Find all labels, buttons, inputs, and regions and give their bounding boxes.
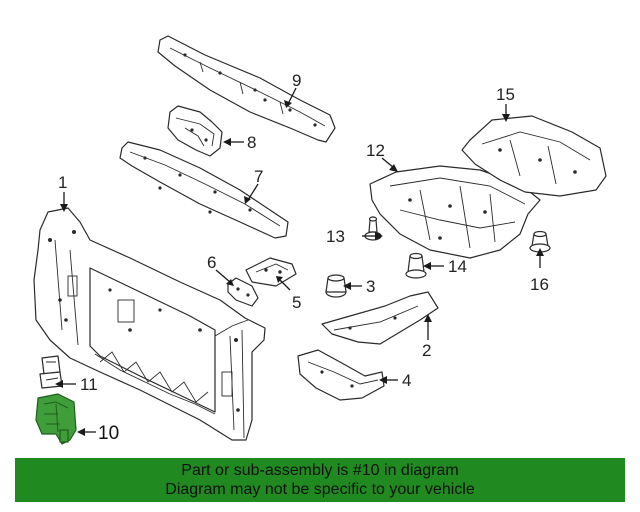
info-banner: Part or sub-assembly is #10 in diagram D… <box>15 458 625 502</box>
callout-15: 15 <box>496 85 515 104</box>
part-3-clip[interactable] <box>325 274 347 298</box>
callout-8: 8 <box>247 133 256 152</box>
callout-1: 1 <box>58 173 67 192</box>
callout-5: 5 <box>292 293 301 312</box>
part-8-bracket[interactable] <box>167 105 223 157</box>
part-4-air-guide[interactable] <box>297 349 385 401</box>
callout-10: 10 <box>98 423 119 444</box>
parts-diagram: 1 9 8 7 6 5 3 13 12 15 14 16 2 4 11 10 <box>33 35 607 445</box>
callout-3: 3 <box>366 277 375 296</box>
callout-2: 2 <box>422 341 431 360</box>
callout-6: 6 <box>207 253 216 272</box>
part-14-clip[interactable] <box>405 252 427 279</box>
leader-lines <box>55 87 544 436</box>
callout-4: 4 <box>402 371 411 390</box>
part-5-bracket[interactable] <box>245 257 297 287</box>
part-2-air-guide[interactable] <box>321 291 439 345</box>
banner-line-2: Diagram may not be specific to your vehi… <box>165 481 475 498</box>
banner-line-1: Part or sub-assembly is #10 in diagram <box>181 462 459 479</box>
callout-11: 11 <box>80 375 98 394</box>
part-12-under-cover[interactable] <box>369 165 541 259</box>
part-9-upper-support-bar[interactable] <box>157 35 336 143</box>
callout-12: 12 <box>366 141 385 160</box>
callout-9: 9 <box>292 71 301 90</box>
callout-7: 7 <box>254 167 263 186</box>
callout-14: 14 <box>448 257 467 276</box>
callout-13: 13 <box>326 227 345 246</box>
part-10-highlighted-bracket[interactable] <box>35 393 77 445</box>
part-7-cross-member[interactable] <box>119 141 289 239</box>
part-6-bracket[interactable] <box>227 277 259 307</box>
callout-16: 16 <box>530 275 549 294</box>
part-15-rear-cover[interactable] <box>461 115 607 197</box>
part-1-radiator-support-frame[interactable] <box>33 207 266 441</box>
